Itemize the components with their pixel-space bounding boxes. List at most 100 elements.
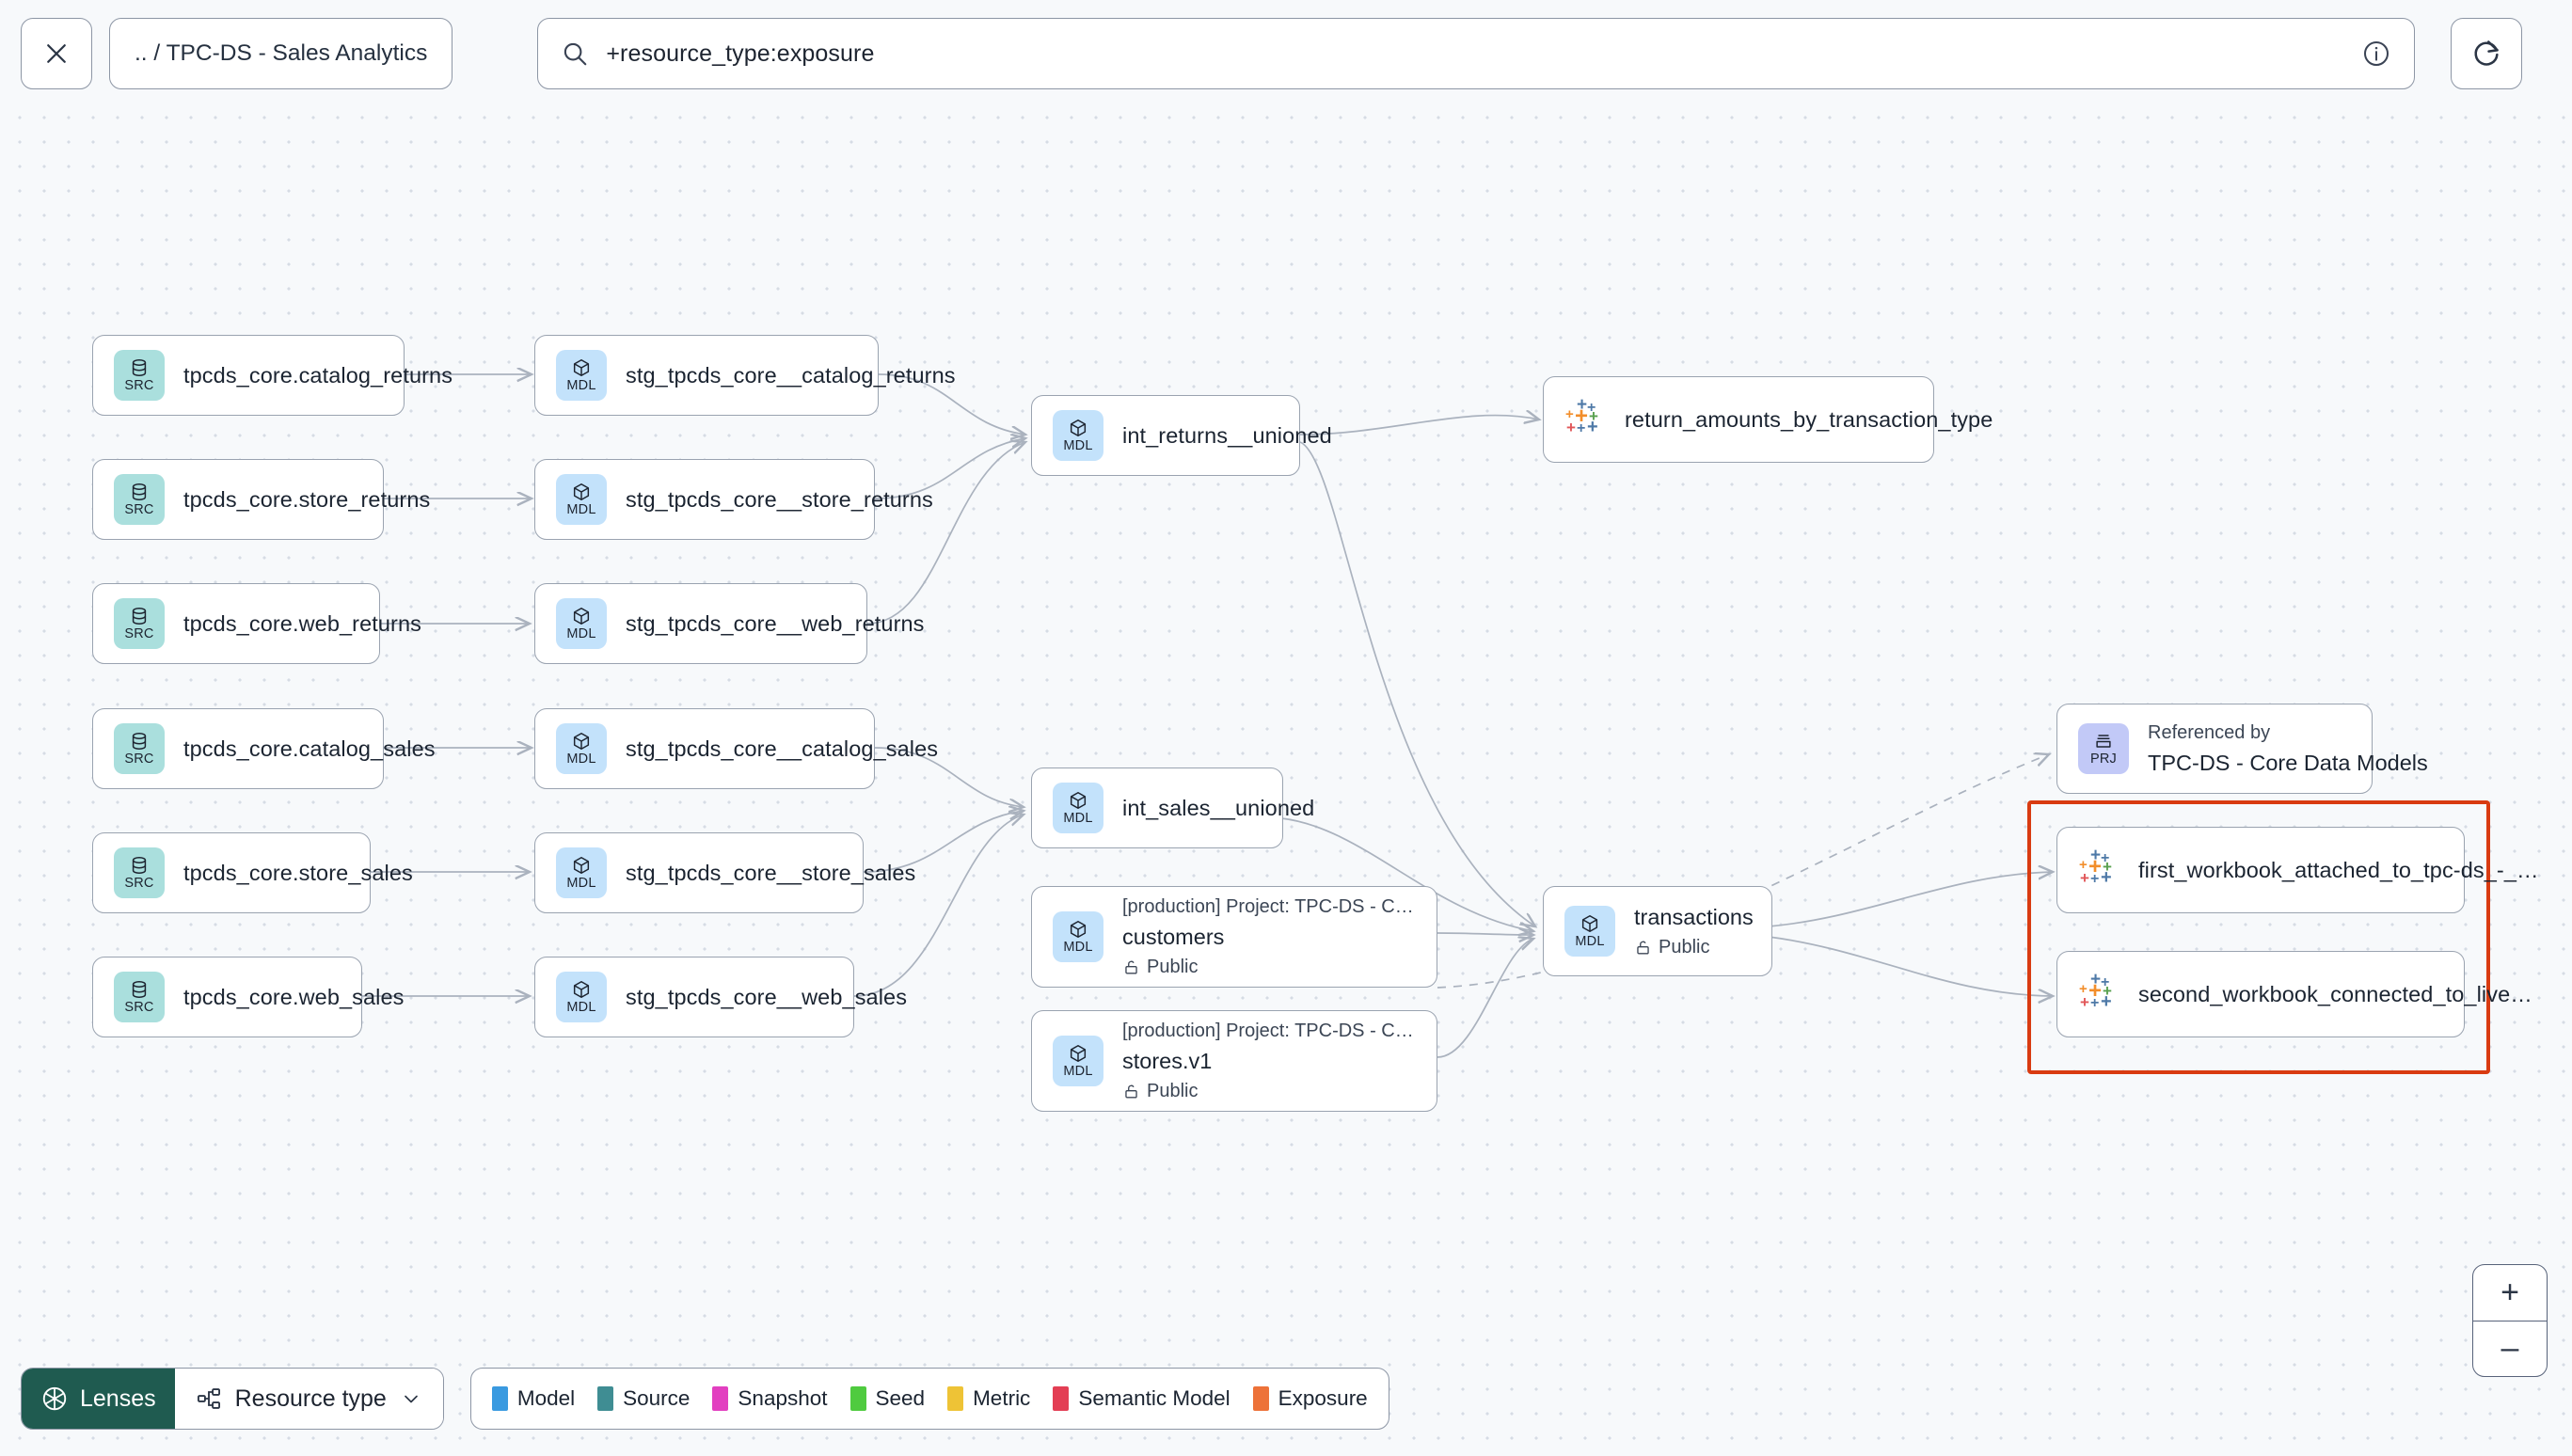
legend-item-seed[interactable]: Seed [849,1386,925,1411]
node-model-stg-catalog-returns[interactable]: MDL stg_tpcds_core__catalog_returns [534,335,956,416]
badge-label: PRJ [2090,752,2117,768]
node-label: return_amounts_by_transaction_type [1625,406,1993,432]
zoom-in-button[interactable]: + [2501,1274,2519,1310]
src-badge: SRC [114,598,165,649]
unlock-icon [1125,960,1137,974]
node-model-customers[interactable]: MDL [production] Project: TPC-DS - Core … [1031,886,1437,988]
node-label: stores.v1 [1122,1048,1213,1073]
prj-badge: PRJ [2078,723,2129,774]
node-label: stg_tpcds_core__web_sales [626,984,908,1009]
legend-swatch [849,1386,866,1411]
badge-label: MDL [1575,934,1605,950]
badge-label: MDL [1063,438,1093,454]
badge-label: MDL [1063,940,1093,956]
badge-label: MDL [566,752,596,768]
legend-item-metric[interactable]: Metric [947,1386,1030,1411]
cube-icon [573,359,590,377]
lenses-group: Lenses Resource type [21,1368,444,1430]
zoom-out-button[interactable]: – [2473,1320,2547,1377]
node-model-int-sales-unioned[interactable]: MDL int_sales__unioned [1031,768,1314,848]
node-model-stg-store-returns[interactable]: MDL stg_tpcds_core__store_returns [534,459,933,540]
src-badge: SRC [114,972,165,1022]
node-source-web-sales[interactable]: SRC tpcds_core.web_sales [92,957,404,1037]
node-source-web-returns[interactable]: SRC tpcds_core.web_returns [92,583,421,664]
node-label: customers [1122,924,1225,949]
badge-label: MDL [566,626,596,642]
legend-item-snapshot[interactable]: Snapshot [712,1386,828,1411]
chevron-down-icon [404,1395,418,1403]
legend-swatch [1053,1386,1070,1411]
mdl-badge: MDL [1053,410,1103,461]
project-icon [2096,735,2111,748]
legend-label: Metric [973,1386,1031,1410]
node-body: transactions Public [1634,904,1754,958]
node-label: tpcds_core.web_sales [183,984,405,1009]
mdl-badge: MDL [556,474,607,525]
search-bar[interactable] [537,18,2416,89]
breadcrumb[interactable]: .. / TPC-DS - Sales Analytics [109,18,453,89]
node-model-stg-catalog-sales[interactable]: MDL stg_tpcds_core__catalog_sales [534,708,938,789]
info-button[interactable] [2361,39,2391,69]
cube-icon [1070,419,1087,437]
node-access: Public [1122,957,1416,978]
node-model-stg-web-returns[interactable]: MDL stg_tpcds_core__web_returns [534,583,924,664]
edges-src-to-stg [362,374,532,996]
node-source-store-returns[interactable]: SRC tpcds_core.store_returns [92,459,430,540]
badge-label: SRC [124,626,154,642]
legend-item-model[interactable]: Model [491,1386,575,1411]
unlock-icon [1637,941,1649,955]
tableau-icon: + + + + + + + + [1565,395,1598,437]
cube-icon [573,981,590,999]
node-model-stores-v1[interactable]: MDL [production] Project: TPC-DS - Core … [1031,1010,1437,1112]
node-source-catalog-sales[interactable]: SRC tpcds_core.catalog_sales [92,708,435,789]
node-model-stg-web-sales[interactable]: MDL stg_tpcds_core__web_sales [534,957,907,1037]
lenses-label: Lenses [80,1385,156,1412]
legend-label: Semantic Model [1078,1386,1230,1410]
close-button[interactable] [21,18,92,89]
node-exposure-return-amounts[interactable]: + + + + + + + + return_amounts_by_transa… [1543,376,1993,463]
node-label: transactions [1634,904,1754,929]
node-exposure-first-workbook[interactable]: + + + + + + + + first_workbook_attached_… [2056,827,2539,913]
src-badge: SRC [114,723,165,774]
node-model-int-returns-unioned[interactable]: MDL int_returns__unioned [1031,395,1332,476]
legend-swatch [947,1386,964,1411]
node-model-transactions[interactable]: MDL transactions Public [1543,886,1772,976]
top-toolbar: .. / TPC-DS - Sales Analytics [0,0,2572,107]
badge-label: SRC [124,378,154,394]
src-badge: SRC [114,847,165,898]
node-label: stg_tpcds_core__web_returns [626,610,925,636]
resource-type-legend: Model Source Snapshot Seed Metric Semant… [469,1368,1389,1430]
node-label: tpcds_core.store_returns [183,486,431,512]
aperture-icon [42,1386,67,1411]
node-label: tpcds_core.web_returns [183,610,422,636]
search-icon [564,42,587,66]
node-project-referenced-by[interactable]: PRJ Referenced by TPC-DS - Core Data Mod… [2056,704,2428,794]
node-model-stg-store-sales[interactable]: MDL stg_tpcds_core__store_sales [534,832,915,913]
node-source-store-sales[interactable]: SRC tpcds_core.store_sales [92,832,413,913]
refresh-button[interactable] [2451,18,2523,89]
node-label: int_returns__unioned [1122,422,1332,448]
node-label: stg_tpcds_core__store_sales [626,860,916,885]
cube-icon [573,608,590,625]
legend-item-source[interactable]: Source [597,1386,690,1411]
resource-type-dropdown[interactable]: Resource type [174,1369,443,1429]
lenses-button[interactable]: Lenses [22,1369,175,1429]
node-label: stg_tpcds_core__store_returns [626,486,933,512]
mdl-badge: MDL [556,847,607,898]
zoom-controls: + – [2472,1264,2548,1377]
cube-icon [1070,921,1087,939]
breadcrumb-label: .. / TPC-DS - Sales Analytics [135,40,428,66]
node-label: TPC-DS - Core Data Models [2148,750,2428,775]
node-access-label: Public [1147,1080,1199,1101]
search-input[interactable] [606,40,2345,68]
legend-item-semantic-model[interactable]: Semantic Model [1053,1386,1230,1411]
legend-label: Exposure [1278,1386,1368,1410]
mdl-badge: MDL [1053,783,1103,833]
node-exposure-second-workbook[interactable]: + + + + + + + + second_workbook_connecte… [2056,951,2532,1037]
resource-type-label: Resource type [234,1385,387,1412]
src-badge: SRC [114,350,165,401]
node-source-catalog-returns[interactable]: SRC tpcds_core.catalog_returns [92,335,452,416]
node-label: tpcds_core.store_sales [183,860,413,885]
legend-item-exposure[interactable]: Exposure [1252,1386,1368,1411]
